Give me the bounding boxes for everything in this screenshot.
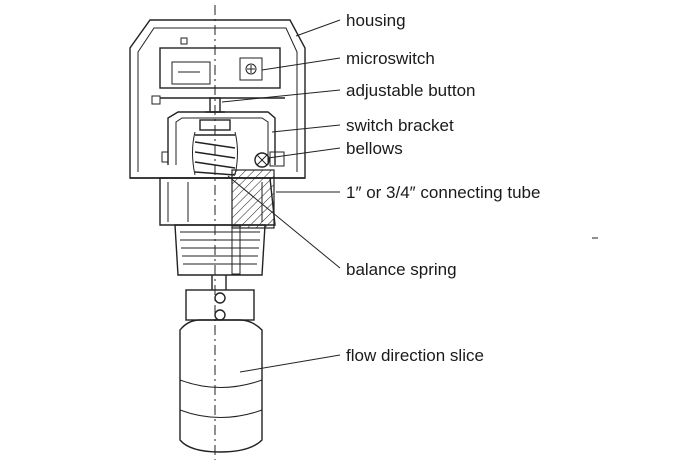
leader-bellows (267, 147, 341, 159)
microswitch-part (151, 47, 285, 105)
leader-housing (295, 19, 341, 37)
connecting-tube-part (159, 169, 276, 276)
rod-part (211, 275, 227, 290)
leader-lines (221, 19, 341, 373)
leader-adjustable-button (221, 89, 341, 103)
label-bellows: bellows (346, 139, 403, 158)
label-adjustable-button: adjustable button (346, 81, 476, 100)
label-balance-spring: balance spring (346, 260, 457, 279)
flow-direction-slice-part (179, 289, 263, 453)
label-switch-bracket: switch bracket (346, 116, 454, 135)
label-flow-direction-slice: flow direction slice (346, 346, 484, 365)
leader-balance-spring (227, 175, 341, 269)
leader-switch-bracket (271, 124, 341, 133)
switch-bracket-part (161, 111, 276, 165)
label-connecting-tube: 1″ or 3/4″ connecting tube (346, 183, 541, 202)
leader-microswitch (261, 57, 341, 71)
label-microswitch: microswitch (346, 49, 435, 68)
leader-flow-direction-slice (239, 354, 341, 373)
bellows-part (192, 119, 285, 176)
housing-part (129, 19, 306, 179)
label-housing: housing (346, 11, 406, 30)
